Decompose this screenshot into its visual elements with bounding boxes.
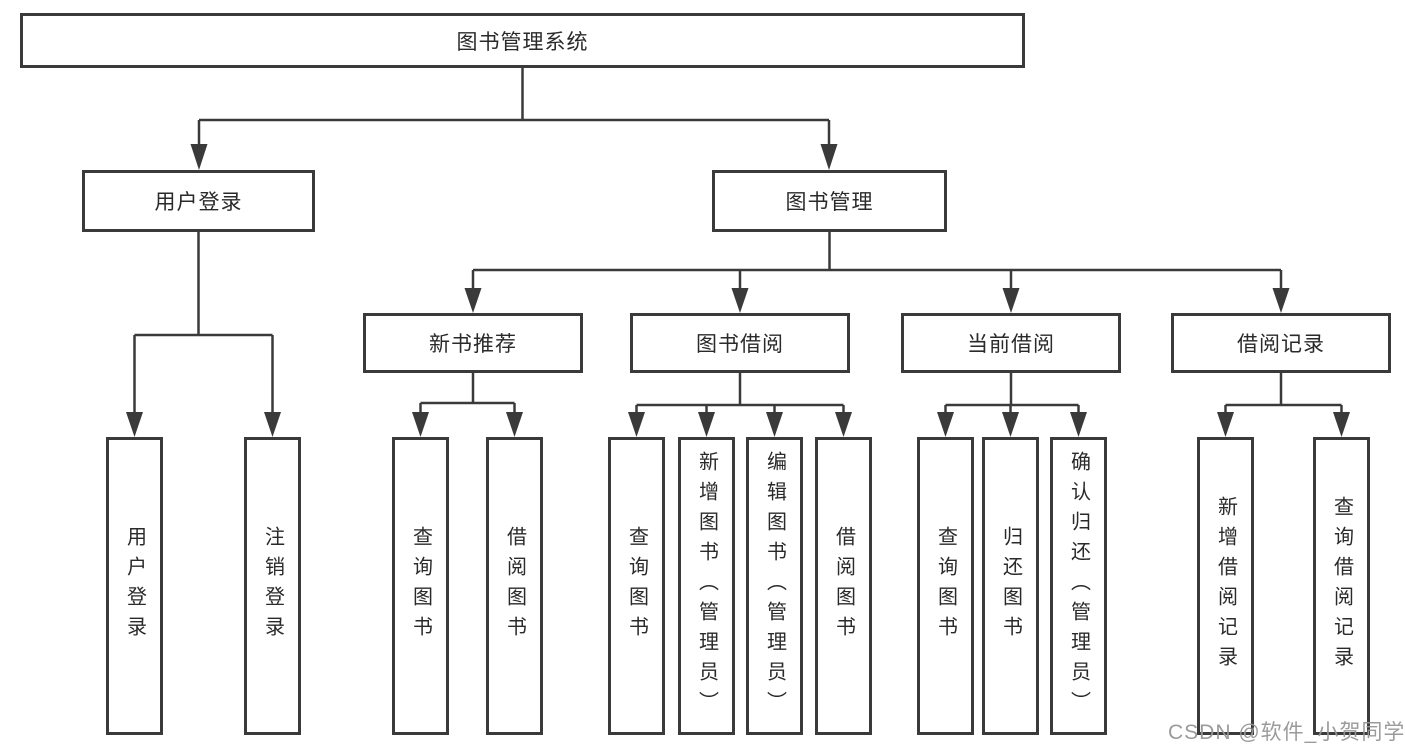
- node-borrowing-records: 借阅记录: [1171, 313, 1391, 373]
- leaf-query-books-recommend-label: 查询图书: [409, 526, 432, 646]
- leaf-return-books: 归还图书: [982, 437, 1039, 735]
- node-book-management: 图书管理: [712, 170, 947, 232]
- leaf-query-borrow-record-label: 查询借阅记录: [1330, 496, 1353, 676]
- leaf-borrow-books-recommend-label: 借阅图书: [503, 526, 526, 646]
- leaf-borrow-books-label: 借阅图书: [832, 526, 855, 646]
- node-user-login: 用户登录: [82, 170, 315, 232]
- leaf-query-books-borrow: 查询图书: [608, 437, 665, 735]
- node-current-borrowing: 当前借阅: [901, 313, 1121, 373]
- node-new-book-recommend: 新书推荐: [363, 313, 583, 373]
- leaf-query-books-recommend: 查询图书: [392, 437, 449, 735]
- leaf-add-book-admin-label: 新增图书（管理员）: [695, 451, 718, 721]
- leaf-add-book-admin: 新增图书（管理员）: [678, 437, 735, 735]
- leaf-query-borrow-record: 查询借阅记录: [1313, 437, 1370, 735]
- leaf-return-books-label: 归还图书: [999, 526, 1022, 646]
- leaf-borrow-books: 借阅图书: [815, 437, 872, 735]
- node-book-borrowing: 图书借阅: [630, 313, 850, 373]
- leaf-confirm-return-admin: 确认归还（管理员）: [1050, 437, 1107, 735]
- node-user-login-label: 用户登录: [154, 191, 243, 214]
- leaf-edit-book-admin: 编辑图书（管理员）: [746, 437, 803, 735]
- leaf-user-login: 用户登录: [106, 437, 163, 735]
- node-root: 图书管理系统: [20, 13, 1025, 68]
- csdn-watermark: CSDN @软件_小贺同学: [1168, 721, 1405, 744]
- leaf-query-books-borrow-label: 查询图书: [625, 526, 648, 646]
- leaf-borrow-books-recommend: 借阅图书: [486, 437, 543, 735]
- node-root-label: 图书管理系统: [456, 30, 589, 54]
- leaf-edit-book-admin-label: 编辑图书（管理员）: [763, 451, 786, 721]
- leaf-add-borrow-record-label: 新增借阅记录: [1214, 496, 1237, 676]
- node-borrowing-records-label: 借阅记录: [1237, 333, 1325, 356]
- connector-strokes: [133, 68, 1343, 431]
- leaf-user-login-label: 用户登录: [123, 526, 146, 646]
- leaf-add-borrow-record: 新增借阅记录: [1197, 437, 1254, 735]
- leaf-logout-label: 注销登录: [261, 526, 284, 646]
- leaf-logout: 注销登录: [244, 437, 301, 735]
- leaf-confirm-return-admin-label: 确认归还（管理员）: [1067, 451, 1090, 721]
- leaf-query-books-current: 查询图书: [917, 437, 974, 735]
- node-current-borrowing-label: 当前借阅: [967, 333, 1055, 356]
- leaf-query-books-current-label: 查询图书: [934, 526, 957, 646]
- node-book-borrowing-label: 图书借阅: [696, 333, 784, 356]
- node-book-management-label: 图书管理: [785, 191, 874, 214]
- node-new-book-recommend-label: 新书推荐: [429, 333, 517, 356]
